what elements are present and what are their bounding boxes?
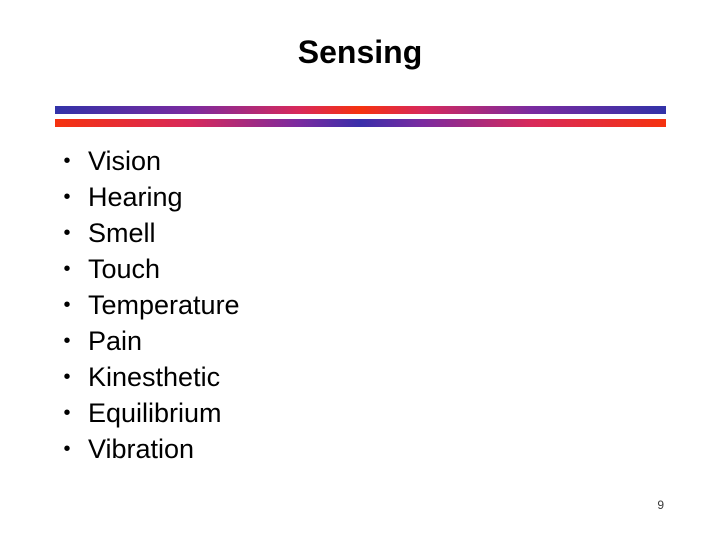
divider-bar-bottom <box>55 119 666 127</box>
list-item: • Smell <box>55 215 655 251</box>
list-item: • Hearing <box>55 179 655 215</box>
divider-bar-top <box>55 106 666 114</box>
bullet-dot-icon: • <box>63 438 71 460</box>
list-item-label: Vibration <box>88 434 195 464</box>
list-item-label: Hearing <box>88 182 183 212</box>
bullet-dot-icon: • <box>63 330 71 352</box>
bullet-dot-icon: • <box>63 402 71 424</box>
page-title: Sensing <box>297 34 423 70</box>
list-item: • Pain <box>55 323 655 359</box>
bullet-dot-icon: • <box>63 186 71 208</box>
list-item: • Equilibrium <box>55 395 655 431</box>
sensing-bullet-list: • Vision • Hearing • Smell • Touch • Tem… <box>55 143 655 467</box>
list-item-label: Smell <box>88 218 156 248</box>
list-item: • Vision <box>55 143 655 179</box>
divider <box>55 106 666 127</box>
list-item: • Temperature <box>55 287 655 323</box>
bullet-dot-icon: • <box>63 258 71 280</box>
bullet-dot-icon: • <box>63 294 71 316</box>
bullet-dot-icon: • <box>63 222 71 244</box>
bullet-dot-icon: • <box>63 366 71 388</box>
list-item: • Touch <box>55 251 655 287</box>
list-item-label: Equilibrium <box>88 398 222 428</box>
bullet-dot-icon: • <box>63 150 71 172</box>
list-item-label: Kinesthetic <box>88 362 221 392</box>
list-item-label: Vision <box>88 146 162 176</box>
page-number: 9 <box>657 498 664 512</box>
list-item-label: Pain <box>88 326 143 356</box>
list-item: • Kinesthetic <box>55 359 655 395</box>
list-item: • Vibration <box>55 431 655 467</box>
list-item-label: Touch <box>88 254 161 284</box>
list-item-label: Temperature <box>88 290 240 320</box>
